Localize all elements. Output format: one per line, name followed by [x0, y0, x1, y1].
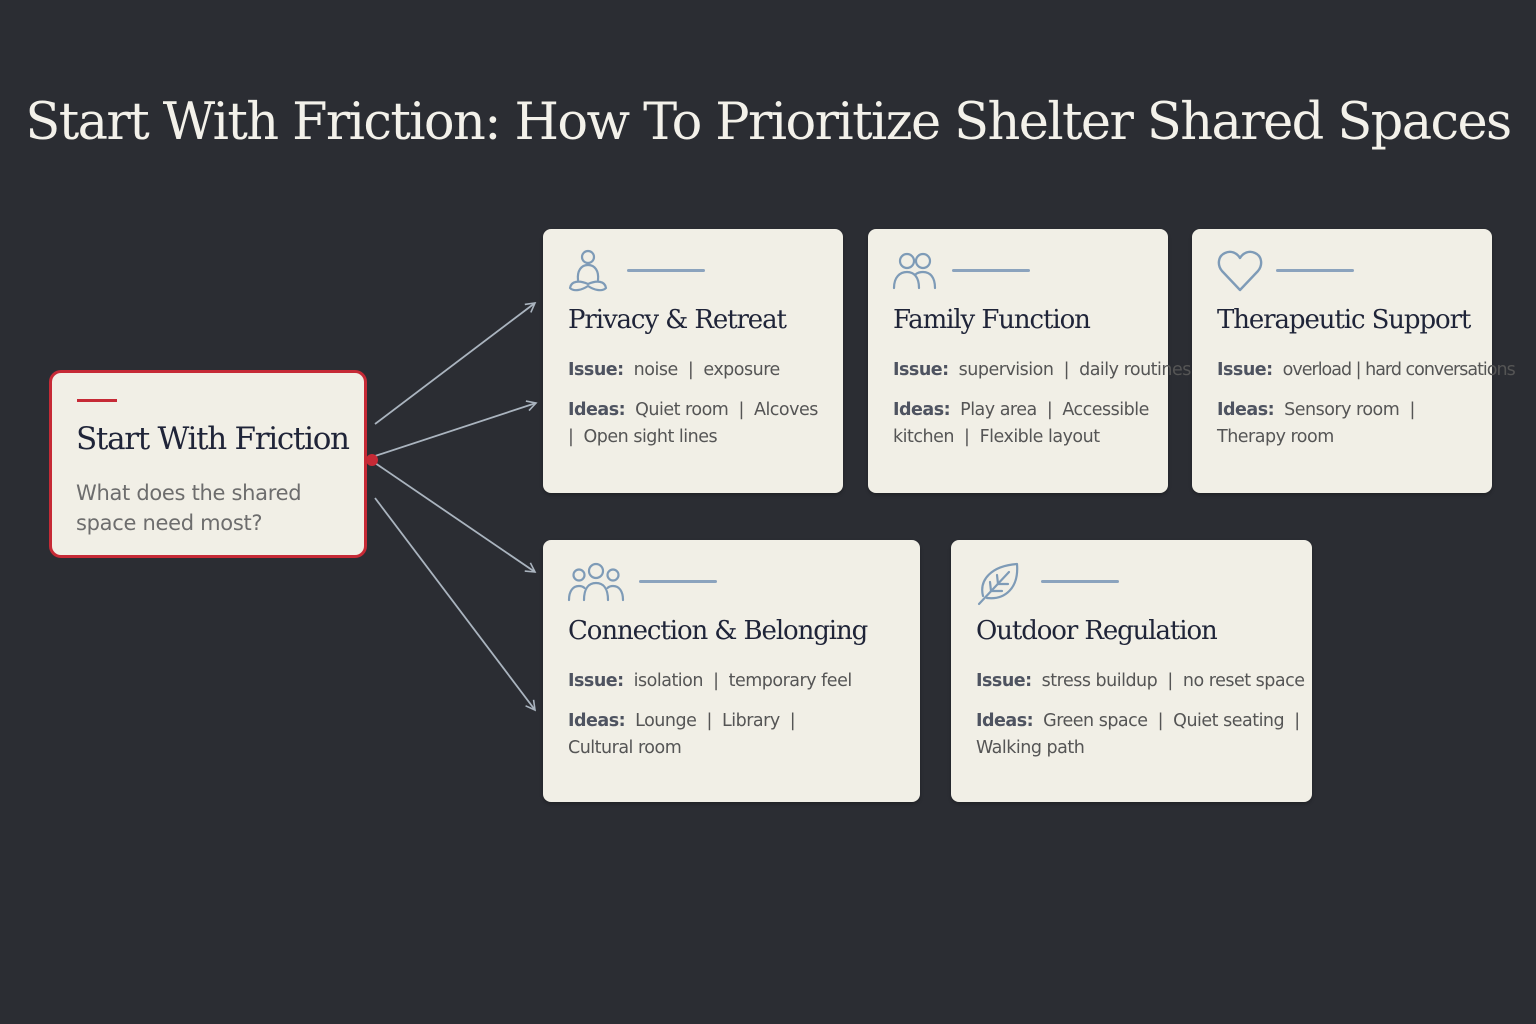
heart-icon	[1217, 250, 1263, 292]
person-meditation-icon	[568, 249, 608, 292]
card-issue: Issue: isolation | temporary feel	[568, 668, 910, 695]
issue-label: Issue:	[568, 360, 624, 380]
ideas-text: Sensory room | Therapy room	[1217, 400, 1425, 447]
arrow-to-family	[374, 400, 538, 457]
ideas-text: Play area | Accessible kitchen | Flexibl…	[893, 400, 1154, 447]
card-title: Therapeutic Support	[1217, 305, 1471, 335]
ideas-label: Ideas:	[976, 711, 1034, 731]
issue-label: Issue:	[976, 671, 1032, 691]
card-title: Family Function	[893, 305, 1091, 335]
card-issue: Issue: supervision | daily routines	[893, 357, 1191, 384]
card-family-function: Family Function Issue: supervision | dail…	[868, 229, 1191, 493]
accent-bar	[77, 399, 117, 402]
issue-text: stress buildup | no reset space	[1041, 671, 1305, 691]
card-ideas: Ideas:Lounge | Library | Cultural room	[568, 708, 840, 762]
card-issue: Issue: overload | hard conversations	[1217, 357, 1516, 384]
issue-label: Issue:	[1217, 360, 1273, 380]
arrow-to-connection	[374, 462, 537, 573]
card-divider	[639, 580, 717, 583]
card-ideas: Ideas:Green space | Quiet seating | Walk…	[976, 708, 1302, 762]
issue-label: Issue:	[893, 360, 949, 380]
leaf-icon	[977, 562, 1019, 606]
start-node-question: What does the shared space need most?	[76, 481, 302, 535]
card-divider	[627, 269, 705, 272]
start-node-connector-dot	[366, 454, 378, 466]
card-privacy-retreat: Privacy & Retreat Issue: noise | exposure…	[543, 229, 843, 493]
ideas-label: Ideas:	[893, 400, 951, 420]
card-therapeutic-support: Therapeutic Support Issue: overload | har…	[1192, 229, 1516, 493]
ideas-label: Ideas:	[1217, 400, 1275, 420]
card-title: Privacy & Retreat	[568, 305, 787, 335]
start-node: Start With Friction What does the shared…	[49, 370, 367, 558]
card-divider	[1041, 580, 1119, 583]
card-issue: Issue: stress buildup | no reset space	[976, 668, 1305, 695]
arrow-to-privacy	[374, 302, 537, 425]
card-divider	[1276, 269, 1354, 272]
issue-text: supervision | daily routines	[958, 360, 1192, 380]
ideas-text: Green space | Quiet seating | Walking pa…	[976, 711, 1310, 758]
card-ideas: Ideas:Sensory room | Therapy room	[1217, 397, 1482, 451]
issue-label: Issue:	[568, 671, 624, 691]
ideas-label: Ideas:	[568, 400, 626, 420]
two-people-icon	[892, 252, 937, 290]
card-issue: Issue: noise | exposure	[568, 357, 833, 384]
page-title: Start With Friction: How To Prioritize S…	[25, 93, 1512, 152]
ideas-label: Ideas:	[568, 711, 626, 731]
card-ideas: Ideas:Play area | Accessible kitchen | F…	[893, 397, 1158, 451]
issue-text: isolation | temporary feel	[633, 671, 853, 691]
ideas-text: Lounge | Library | Cultural room	[568, 711, 806, 758]
card-title: Connection & Belonging	[568, 616, 868, 646]
group-people-icon	[567, 562, 625, 602]
card-title: Outdoor Regulation	[976, 616, 1218, 646]
card-divider	[952, 269, 1030, 272]
arrow-to-outdoor	[374, 497, 536, 712]
issue-text: overload | hard conversations	[1282, 360, 1516, 380]
ideas-text: Quiet room | Alcoves | Open sight lines	[568, 400, 829, 447]
card-ideas: Ideas:Quiet room | Alcoves | Open sight …	[568, 397, 833, 451]
card-outdoor-regulation: Outdoor Regulation Issue: stress buildup …	[951, 540, 1312, 802]
start-node-title: Start With Friction	[76, 421, 350, 457]
card-connection-belonging: Connection & Belonging Issue: isolation |…	[543, 540, 920, 802]
issue-text: noise | exposure	[633, 360, 781, 380]
